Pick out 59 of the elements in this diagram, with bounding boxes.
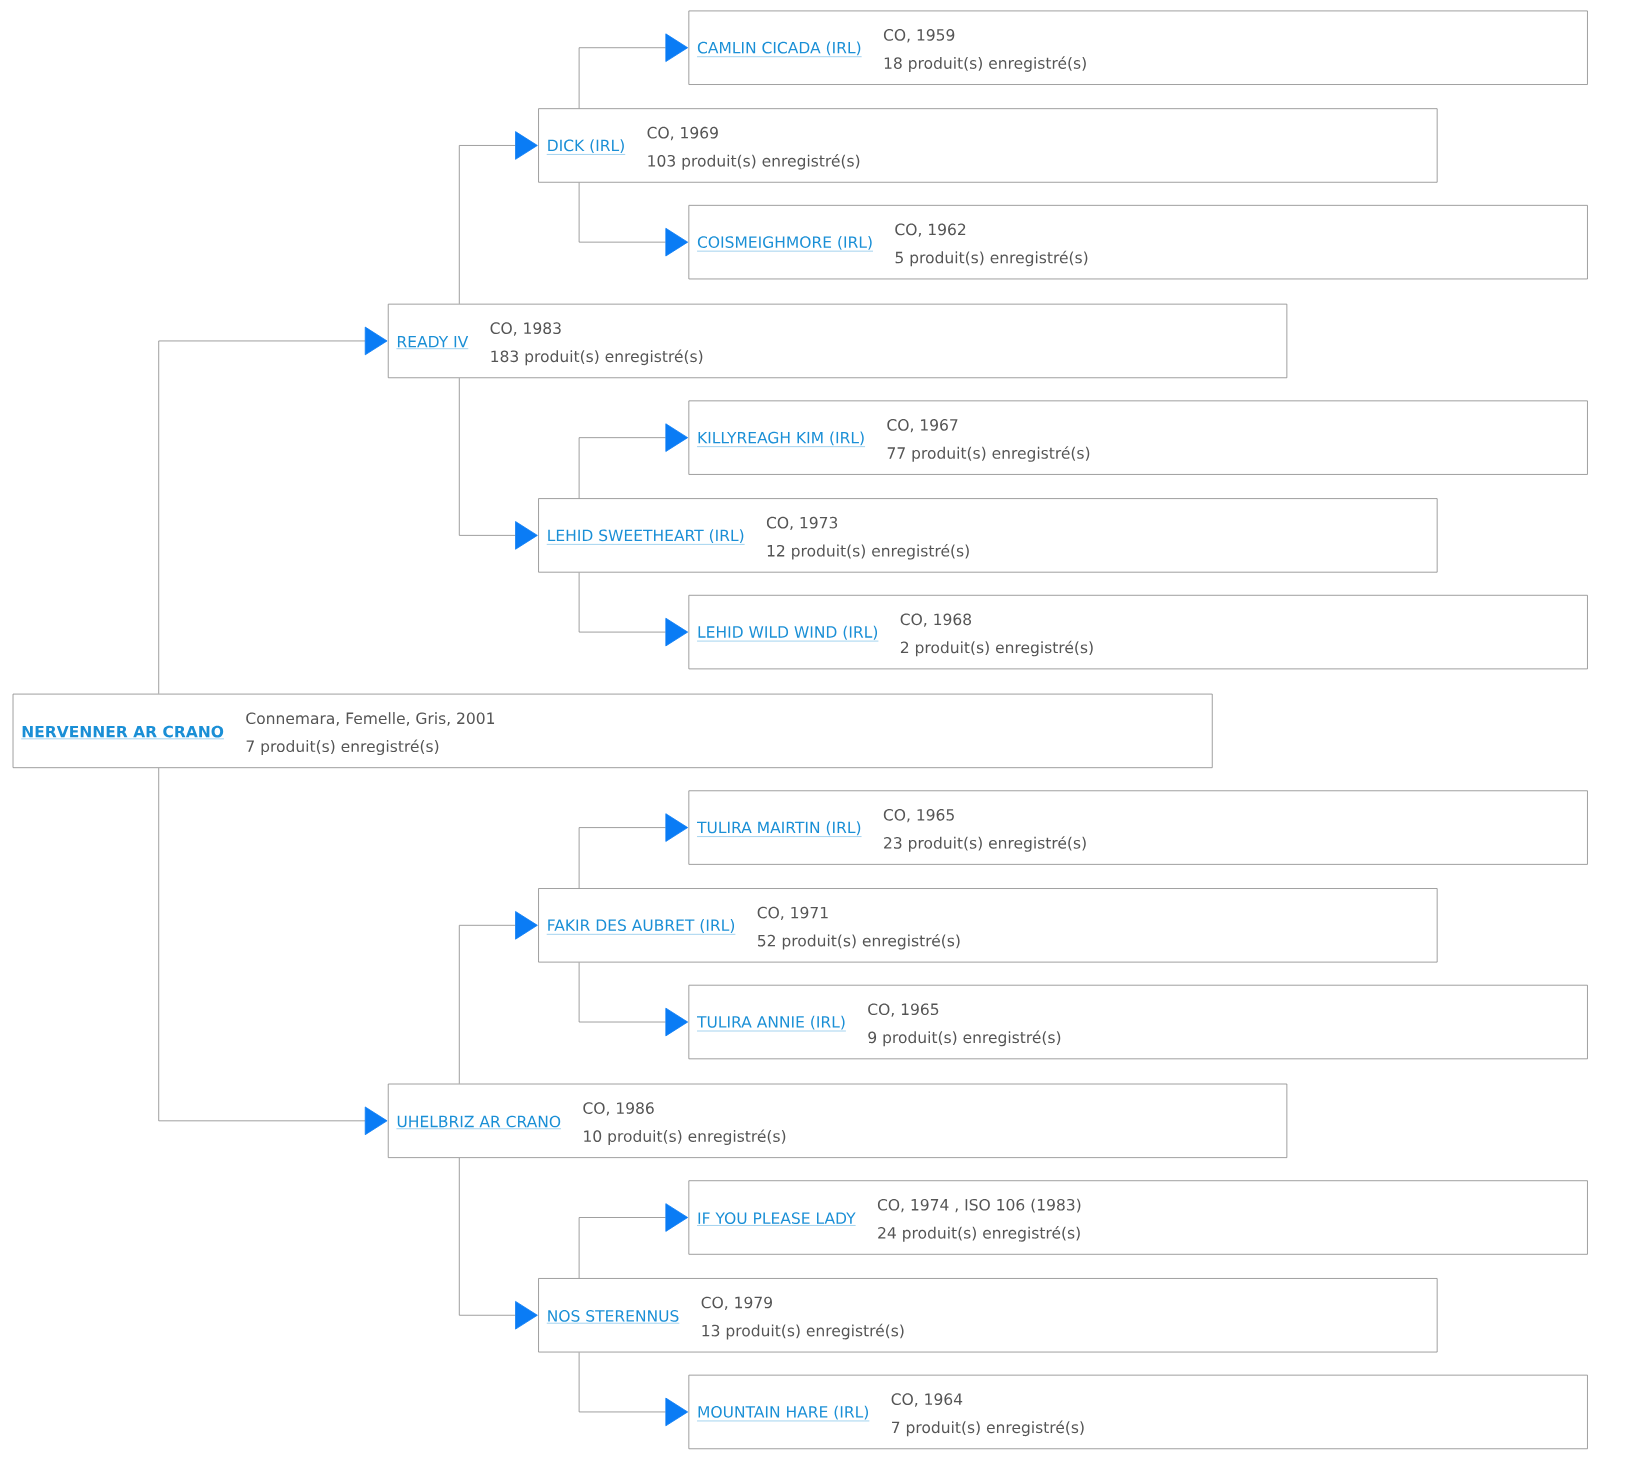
horse-details: 10 produit(s) enregistré(s) <box>584 1129 786 1146</box>
horse-details: CO, 1983 <box>490 322 561 336</box>
horse-name-link: TULIRA MAIRTIN (IRL) <box>696 821 862 837</box>
horse-name-link: UHELBRIZ AR CRANO <box>396 1115 562 1130</box>
horse-name-link: IF YOU PLEASE LADY <box>696 1212 856 1226</box>
horse-details: 2 produit(s) enregistré(s) <box>900 640 1093 657</box>
horse-details: 23 produit(s) enregistré(s) <box>884 836 1086 852</box>
horse-name-link: READY IV <box>396 336 469 349</box>
horse-details: 18 produit(s) enregistré(s) <box>884 56 1086 73</box>
horse-details: CO, 1959 <box>883 29 955 43</box>
horse-name-link: KILLYREAGH KIM (IRL) <box>696 431 866 447</box>
horse-details: CO, 1964 <box>891 1393 963 1407</box>
horse-details: 24 produit(s) enregistré(s) <box>878 1226 1080 1242</box>
connector-arrow <box>458 1157 538 1330</box>
horse-name-link: FAKIR DES AUBRET (IRL) <box>546 919 736 935</box>
connector-arrow <box>458 131 538 305</box>
connector-arrow <box>158 326 388 695</box>
horse-name-link: NOS STERENNUS <box>546 1310 680 1324</box>
horse-details: CO, 1965 <box>883 809 954 823</box>
connector-arrow <box>458 377 538 550</box>
connector-arrow <box>578 1203 689 1279</box>
horse-details: 183 produit(s) enregistré(s) <box>491 349 703 366</box>
horse-details: 12 produit(s) enregistré(s) <box>767 544 969 560</box>
horse-name-link: COISMEIGHMORE (IRL) <box>696 236 874 252</box>
horse-name-link: LEHID SWEETHEART (IRL) <box>546 529 745 545</box>
connector-arrow <box>578 572 689 647</box>
connector-arrow <box>458 911 538 1085</box>
horse-details: CO, 1973 <box>766 516 838 531</box>
horse-details: CO, 1967 <box>887 419 958 433</box>
horse-details: CO, 1986 <box>583 1102 654 1116</box>
horse-details: 77 produit(s) enregistré(s) <box>887 446 1090 462</box>
horse-details: CO, 1969 <box>647 126 718 141</box>
horse-details: CO, 1971 <box>757 906 828 921</box>
horse-name-link: MOUNTAIN HARE (IRL) <box>696 1405 870 1422</box>
horse-name-link: NERVENNER AR CRANO <box>21 725 225 740</box>
horse-details: CO, 1968 <box>900 613 972 627</box>
connector-arrow <box>578 1352 689 1427</box>
horse-details: CO, 1974 , ISO 106 (1983) <box>877 1198 1081 1213</box>
horse-details: 5 produit(s) enregistré(s) <box>895 250 1088 267</box>
horse-details: 103 produit(s) enregistré(s) <box>648 154 860 170</box>
connector-arrow <box>158 767 388 1136</box>
horse-details: Connemara, Femelle, Gris, 2001 <box>246 712 495 726</box>
horse-details: 9 produit(s) enregistré(s) <box>868 1030 1061 1047</box>
horse-details: 13 produit(s) enregistré(s) <box>702 1323 904 1340</box>
horse-name-link: DICK (IRL) <box>546 139 626 155</box>
horse-details: 52 produit(s) enregistré(s) <box>758 934 960 950</box>
horse-name-link: LEHID WILD WIND (IRL) <box>696 626 879 642</box>
horse-details: CO, 1962 <box>895 223 966 237</box>
connector-arrow <box>578 182 689 257</box>
connector-arrow <box>578 813 689 889</box>
horse-name-link: CAMLIN CICADA (IRL) <box>696 41 862 57</box>
connector-arrow <box>578 962 689 1037</box>
connector-arrow <box>578 423 689 499</box>
horse-details: 7 produit(s) enregistré(s) <box>246 739 439 756</box>
horse-details: 7 produit(s) enregistré(s) <box>892 1420 1084 1437</box>
horse-name-link: TULIRA ANNIE (IRL) <box>696 1015 847 1032</box>
horse-details: CO, 1965 <box>868 1003 939 1017</box>
horse-details: CO, 1979 <box>701 1296 772 1311</box>
connector-arrow <box>578 33 689 109</box>
